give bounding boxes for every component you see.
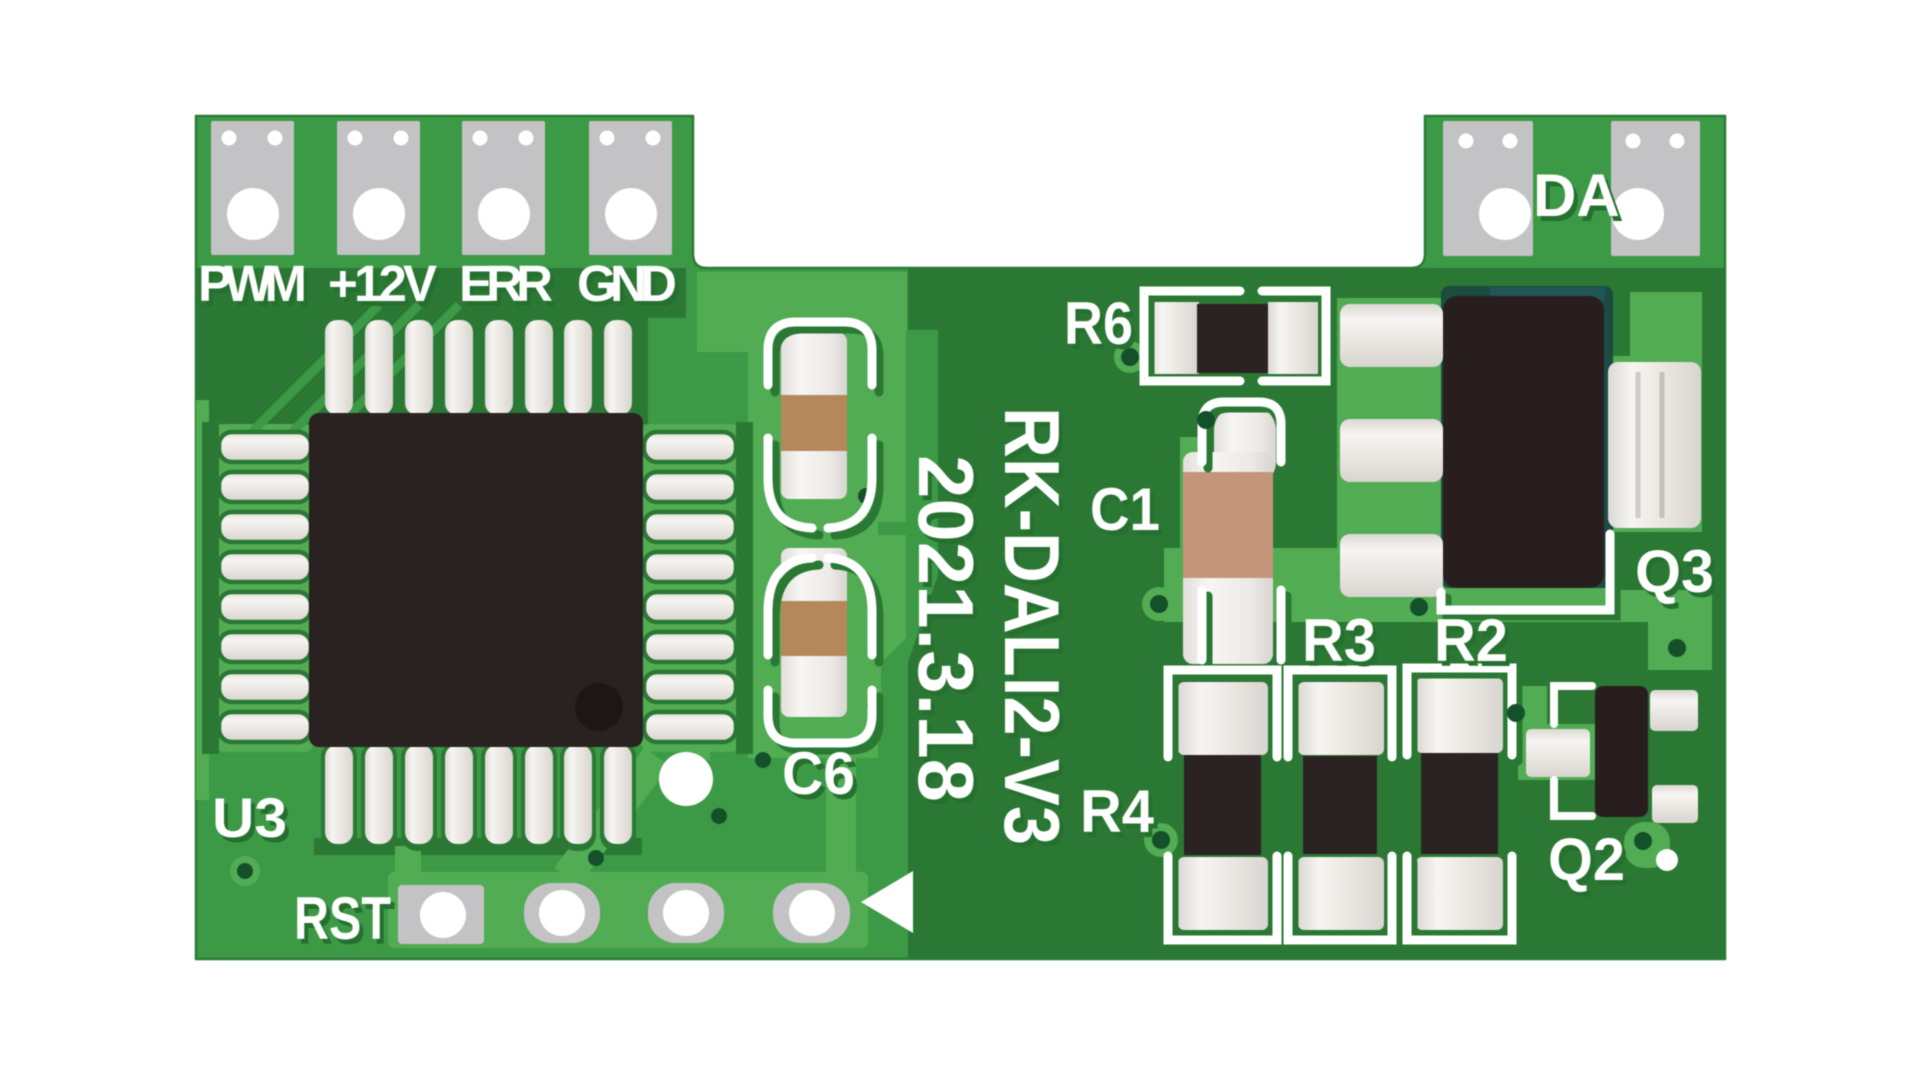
- svg-text:GND: GND: [577, 255, 677, 312]
- svg-text:DA: DA: [1537, 167, 1624, 234]
- svg-text:R6: R6: [1064, 290, 1133, 357]
- svg-text:ERR: ERR: [459, 255, 553, 312]
- svg-text:GND: GND: [581, 260, 681, 317]
- svg-text:DA: DA: [1533, 162, 1620, 229]
- svg-text:R2: R2: [1438, 612, 1512, 679]
- svg-text:R3: R3: [1306, 612, 1380, 679]
- svg-text:+12V: +12V: [332, 260, 441, 317]
- svg-text:ERR: ERR: [463, 260, 557, 317]
- svg-text:Q2: Q2: [1548, 826, 1625, 893]
- svg-text:RK-DALI2-V3: RK-DALI2-V3: [988, 407, 1076, 845]
- svg-text:Q3: Q3: [1635, 538, 1714, 605]
- svg-text:RST: RST: [298, 890, 395, 957]
- svg-text:Q2: Q2: [1552, 831, 1629, 898]
- svg-text:RK-DALI2-V3: RK-DALI2-V3: [992, 412, 1080, 850]
- svg-text:R2: R2: [1434, 607, 1508, 674]
- svg-text:R4: R4: [1080, 778, 1155, 845]
- svg-text:R6: R6: [1068, 295, 1137, 362]
- svg-text:C1: C1: [1090, 476, 1160, 543]
- svg-text:R3: R3: [1302, 607, 1376, 674]
- svg-text:U3: U3: [212, 786, 287, 849]
- svg-text:C1: C1: [1094, 481, 1164, 548]
- svg-text:C6: C6: [786, 745, 859, 812]
- svg-text:Q3: Q3: [1639, 543, 1718, 610]
- svg-text:R4: R4: [1084, 783, 1159, 850]
- svg-text:2021.3.18: 2021.3.18: [906, 460, 994, 807]
- svg-text:PWM: PWM: [202, 260, 311, 317]
- svg-text:PWM: PWM: [198, 255, 307, 312]
- svg-text:C6: C6: [782, 740, 855, 807]
- svg-text:U3: U3: [216, 791, 291, 854]
- svg-text:2021.3.18: 2021.3.18: [902, 455, 990, 802]
- svg-text:RST: RST: [294, 885, 391, 952]
- svg-text:+12V: +12V: [328, 255, 437, 312]
